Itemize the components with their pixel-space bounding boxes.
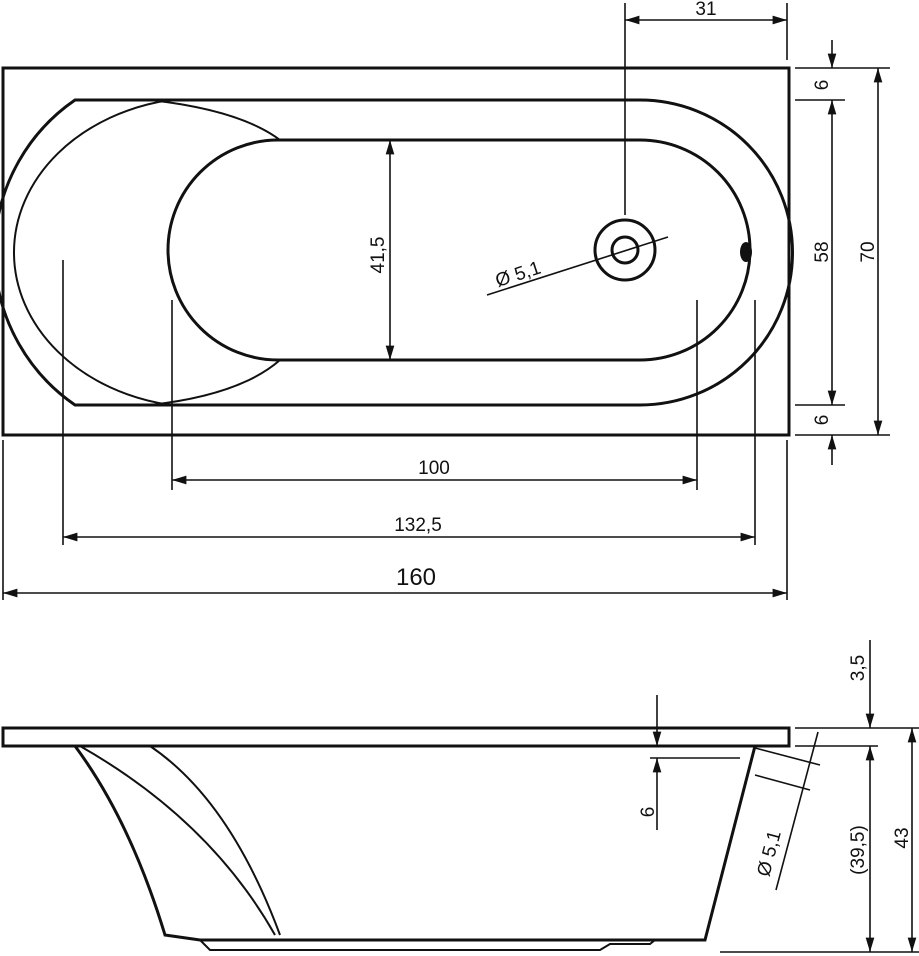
dim-basin-length: 100 xyxy=(418,458,450,479)
side-body xyxy=(73,745,757,942)
dim-drain-offset: 31 xyxy=(695,0,716,20)
dim-rim-bottom: 6 xyxy=(812,415,833,426)
dim-total-height: 43 xyxy=(892,827,913,848)
dim-total-length: 160 xyxy=(396,564,436,591)
dim-rim-thickness: 3,5 xyxy=(848,655,869,681)
basin xyxy=(166,138,752,362)
side-view: 6 Ø 5,1 3,5 (39,5) 43 xyxy=(1,640,919,953)
dim-basin-width: 41,5 xyxy=(368,237,389,274)
drain-icon xyxy=(610,235,640,265)
dim-drain-diameter: Ø 5,1 xyxy=(493,258,544,292)
side-contour-1 xyxy=(79,745,276,936)
dim-rim-top: 6 xyxy=(812,80,833,91)
top-view: 31 6 58 6 70 41,5 Ø 5,1 100 132,5 160 xyxy=(0,0,890,600)
dim-inner-depth: (39,5) xyxy=(848,825,869,875)
drain-outer xyxy=(593,218,657,282)
dim-inner-length: 132,5 xyxy=(394,515,442,536)
backrest-curve xyxy=(13,99,171,406)
dim-total-width: 70 xyxy=(858,241,879,262)
dim-inner-width: 58 xyxy=(812,241,833,262)
dim-overflow-depth: 6 xyxy=(638,807,659,818)
side-contour-2 xyxy=(149,745,281,936)
overflow-icon xyxy=(740,242,752,262)
side-rim xyxy=(1,726,791,748)
side-base xyxy=(199,939,656,951)
inner-rim xyxy=(0,98,794,407)
outer-rim xyxy=(1,66,791,437)
headrest-edge xyxy=(149,99,281,406)
